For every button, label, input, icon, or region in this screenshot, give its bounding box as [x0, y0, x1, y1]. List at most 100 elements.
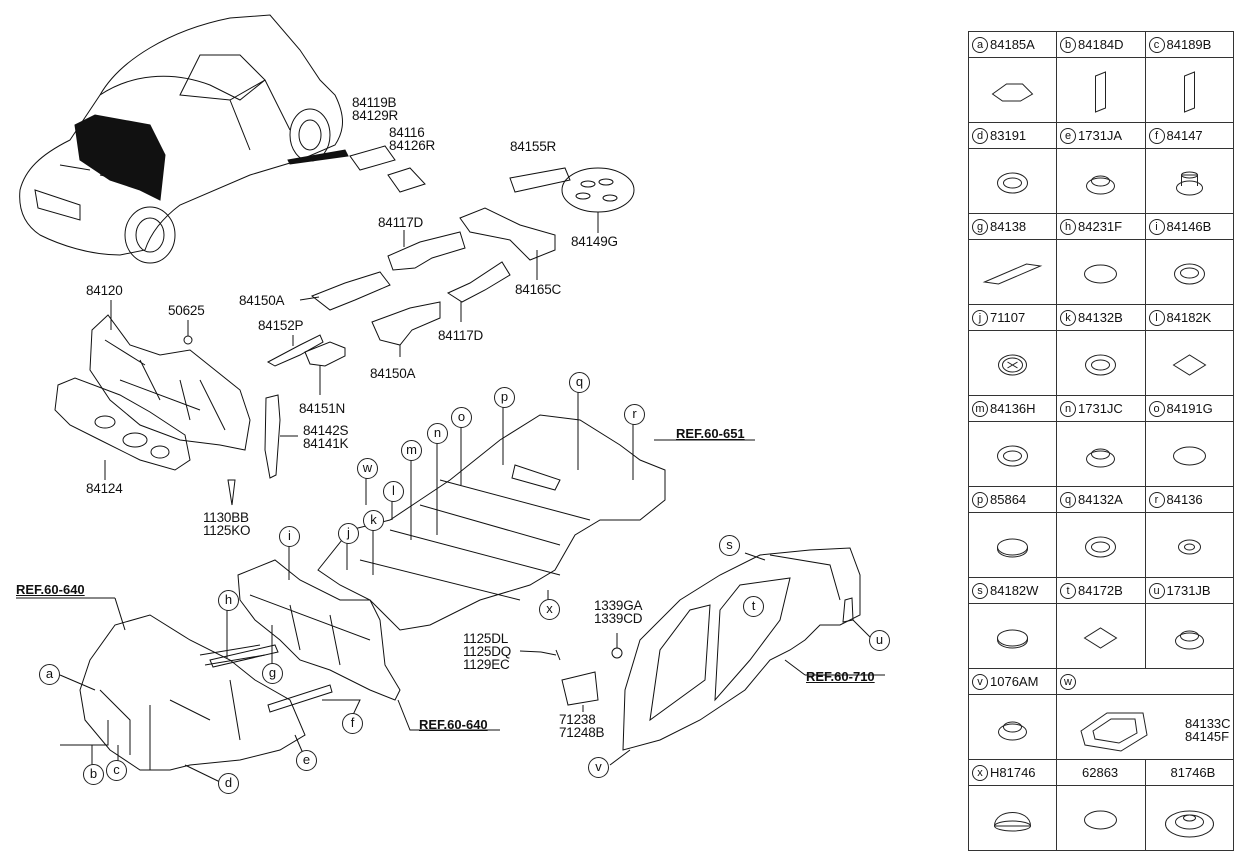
- exploded-view-drawing: [16, 14, 885, 783]
- label-84124: 84124: [86, 481, 123, 496]
- label-1339ga: 1339GA: [594, 598, 643, 613]
- hood-insulator: [74, 114, 166, 201]
- plug-icon: [1174, 630, 1204, 650]
- legend-part-image: [969, 240, 1056, 304]
- legend-letter: v: [972, 673, 988, 690]
- label-84141k: 84141K: [303, 436, 349, 451]
- ref-60-710[interactable]: REF.60-710: [806, 669, 875, 684]
- legend-part-number: 84138: [990, 219, 1027, 234]
- label-84150a-lower: 84150A: [370, 366, 416, 381]
- legend-part-image: [1146, 513, 1233, 577]
- clip-icon: [1175, 171, 1203, 196]
- legend-part-image: [969, 58, 1056, 122]
- callout-o: o: [451, 407, 472, 428]
- legend-part-image: [1146, 149, 1233, 213]
- legend-letter: x: [972, 764, 988, 781]
- legend-part-number: H81746: [990, 765, 1036, 780]
- callout-j: j: [338, 523, 359, 544]
- callout-h: h: [218, 590, 239, 611]
- legend-part-image: [1146, 331, 1233, 395]
- label-84119b: 84119B: [352, 95, 397, 110]
- ref-60-640-mid[interactable]: REF.60-640: [419, 717, 488, 732]
- label-84117d-upper: 84117D: [378, 215, 424, 230]
- callout-i: i: [279, 526, 300, 547]
- legend-letter: h: [1060, 218, 1076, 235]
- tray-icon: [1080, 712, 1148, 752]
- label-1130bb: 1130BB: [203, 510, 249, 525]
- legend-part-number: 84184D: [1078, 37, 1124, 52]
- thin-strip-icon: [1095, 71, 1106, 113]
- legend-part-image: [1146, 240, 1233, 304]
- callout-f: f: [342, 713, 363, 734]
- floor-pan: [317, 414, 666, 631]
- legend-letter: w: [1060, 673, 1076, 690]
- legend-header-w: w: [1057, 669, 1233, 694]
- legend-part-number: 84146B: [1166, 219, 1212, 234]
- grommet-icon: [997, 445, 1028, 467]
- legend-part-number: 83191: [990, 128, 1027, 143]
- cross-plug-icon: [998, 354, 1027, 376]
- callout-c: c: [106, 760, 127, 781]
- callout-s: s: [719, 535, 740, 556]
- legend-part-number: 84172B: [1078, 583, 1123, 598]
- legend-letter: i: [1148, 218, 1165, 235]
- plug-icon: [1086, 175, 1115, 195]
- legend-letter: a: [972, 36, 988, 53]
- side-panel: [622, 547, 861, 751]
- legend-part-image: [1146, 422, 1233, 486]
- legend-part-number: 84182K: [1166, 310, 1212, 325]
- legend-part-number: 71107: [990, 310, 1026, 325]
- legend-part-image: [1146, 604, 1233, 668]
- label-84150a-upper: 84150A: [239, 293, 285, 308]
- dash-insulator: [54, 377, 191, 471]
- grommet-icon: [1085, 536, 1116, 558]
- label-1125ko: 1125KO: [203, 523, 251, 538]
- label-84152p: 84152P: [258, 318, 304, 333]
- callout-x: x: [539, 599, 560, 620]
- flat-disc-icon: [997, 538, 1028, 558]
- legend-letter: q: [1060, 491, 1076, 508]
- tape-icon: [982, 263, 1043, 285]
- callout-w: w: [357, 458, 378, 479]
- ref-60-640-left[interactable]: REF.60-640: [16, 582, 85, 597]
- legend-part-image: [1057, 331, 1144, 395]
- legend-part-image: [969, 422, 1056, 486]
- callout-k: k: [363, 510, 384, 531]
- label-84155r: 84155R: [510, 139, 557, 154]
- callout-e: e: [296, 750, 317, 771]
- legend-part-image: [1146, 58, 1233, 122]
- grommet-icon: [1085, 354, 1116, 376]
- callout-t: t: [743, 596, 764, 617]
- ref-60-651[interactable]: REF.60-651: [676, 426, 745, 441]
- oval-plug-icon: [1173, 263, 1205, 285]
- oval-pad-icon: [1084, 810, 1117, 830]
- label-84120: 84120: [86, 283, 123, 298]
- legend-part-image: [969, 149, 1056, 213]
- thin-strip-icon: [1183, 71, 1195, 113]
- legend-letter: t: [1060, 582, 1076, 599]
- legend-part-number: 84145F: [1185, 729, 1230, 744]
- rear-insulator: [237, 559, 401, 701]
- label-1125dl: 1125DL: [463, 631, 509, 646]
- label-84151n: 84151N: [299, 401, 346, 416]
- legend-part-number: 1731JA: [1078, 128, 1123, 143]
- legend-header-blank: 62863: [1057, 760, 1144, 785]
- legend-part-image: [969, 513, 1056, 577]
- square-pad-icon: [1083, 627, 1118, 649]
- legend-letter: m: [972, 400, 988, 417]
- callout-n: n: [427, 423, 448, 444]
